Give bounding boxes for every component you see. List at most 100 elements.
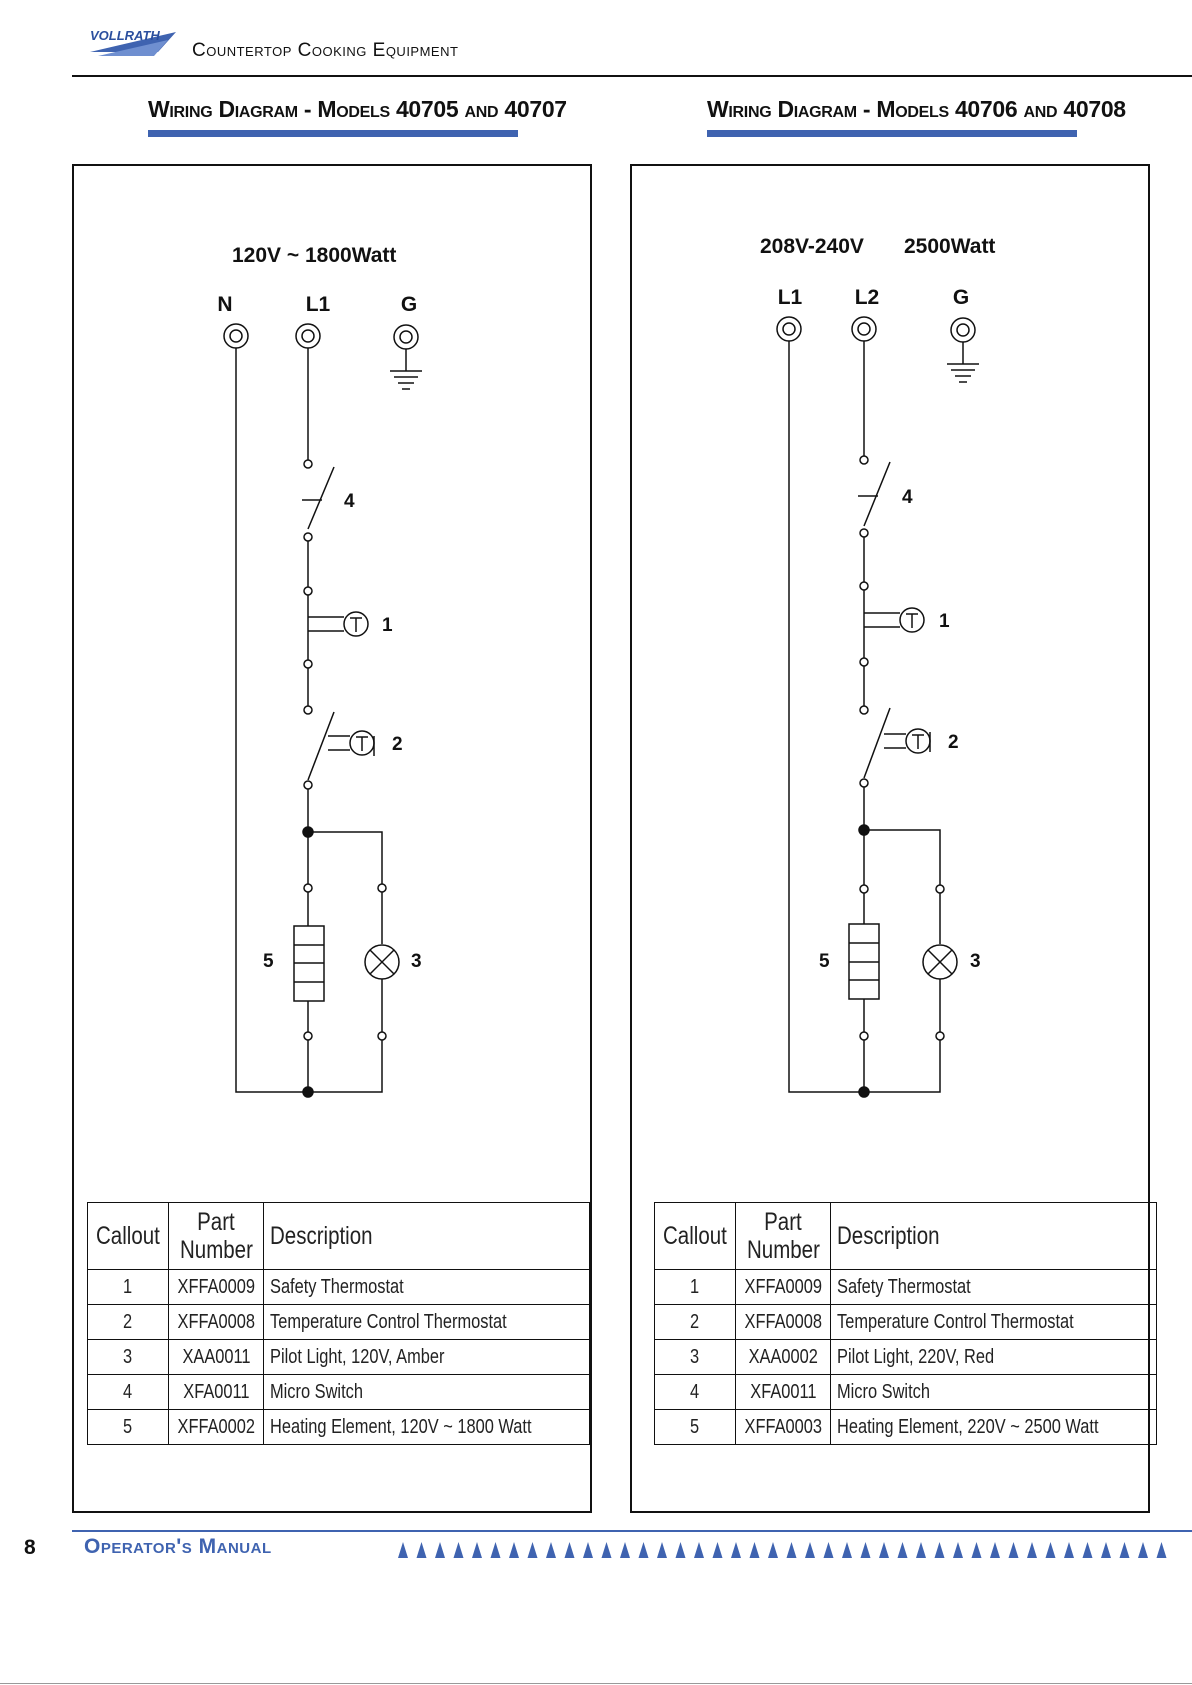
- col-description-header: Description: [270, 1222, 373, 1250]
- footer-rule: [72, 1530, 1192, 1532]
- triangle-mark: [398, 1542, 408, 1558]
- callout-1: 1: [382, 615, 393, 636]
- triangle-mark: [509, 1542, 519, 1558]
- callout-3: 3: [411, 951, 422, 972]
- terminal-label-g: G: [401, 293, 417, 316]
- triangle-mark: [472, 1542, 482, 1558]
- triangle-mark: [1008, 1542, 1019, 1558]
- triangle-mark: [786, 1542, 797, 1558]
- triangle-mark: [435, 1542, 445, 1558]
- vollrath-logo: VOLLRATH: [90, 28, 176, 56]
- safety-thermostat-1: [859, 581, 925, 667]
- section-title-left: Wiring Diagram - Models 40705 and 40707: [148, 96, 567, 122]
- col-part-header-line2: Number: [746, 1236, 820, 1264]
- triangle-mark: [1101, 1542, 1111, 1558]
- col-part-header-line2: Number: [179, 1236, 253, 1264]
- wiring-panel-right: 208V-240V 2500Watt L1 L2 G 4: [630, 164, 1158, 1513]
- callout-2: 2: [948, 732, 959, 753]
- terminal-label-g: G: [953, 286, 969, 309]
- terminal-l1: [776, 316, 802, 342]
- rating-wattage-label: 2500Watt: [904, 235, 995, 258]
- col-callout-header: Callout: [663, 1222, 727, 1250]
- header-title: Countertop Cooking Equipment: [192, 40, 459, 61]
- header-rule: [72, 75, 1192, 77]
- col-description-header: Description: [837, 1222, 940, 1250]
- wiring-diagram-left: 120V ~ 1800Watt N L1 G 4: [217, 244, 422, 1098]
- pilot-light-3: [922, 884, 958, 1041]
- safety-thermostat-1: [303, 586, 369, 669]
- junction-bottom: [858, 1086, 870, 1098]
- heating-element-5: [293, 883, 325, 1041]
- callout-4: 4: [902, 487, 913, 508]
- section-underline-left: [148, 130, 518, 137]
- wiring-diagram-right: 208V-240V 2500Watt L1 L2 G 4: [760, 235, 995, 1098]
- triangle-mark: [1138, 1542, 1148, 1558]
- triangle-mark: [694, 1542, 704, 1558]
- col-callout-header: Callout: [96, 1222, 160, 1250]
- heating-element-5: [848, 884, 880, 1041]
- triangle-mark: [768, 1542, 778, 1558]
- callout-2: 2: [392, 734, 403, 755]
- triangle-mark: [897, 1542, 908, 1558]
- triangle-mark: [490, 1542, 501, 1558]
- triangle-mark: [731, 1542, 741, 1558]
- triangle-mark: [453, 1542, 464, 1558]
- terminal-g: [950, 317, 976, 343]
- rating-voltage-label: 208V-240V: [760, 235, 864, 258]
- triangle-mark: [842, 1542, 852, 1558]
- triangle-mark: [527, 1542, 538, 1558]
- callout-1: 1: [939, 611, 950, 632]
- callout-5: 5: [263, 951, 274, 972]
- section-underline-right: [707, 130, 1077, 137]
- triangle-mark: [601, 1542, 612, 1558]
- rating-label: 120V ~ 1800Watt: [232, 244, 396, 267]
- triangle-mark: [583, 1542, 593, 1558]
- neutral-wire: [235, 348, 308, 1093]
- triangle-mark: [620, 1542, 630, 1558]
- l1-wire: [788, 341, 864, 1093]
- ground-icon: [390, 349, 422, 390]
- triangle-mark: [860, 1542, 871, 1558]
- ground-icon: [947, 342, 979, 383]
- triangle-mark: [990, 1542, 1000, 1558]
- pilot-light-3: [364, 883, 400, 1041]
- terminal-label-n: N: [217, 293, 232, 316]
- triangle-mark: [823, 1542, 834, 1558]
- triangle-mark: [971, 1542, 982, 1558]
- callout-5: 5: [819, 951, 830, 972]
- page-number: 8: [24, 1536, 36, 1559]
- triangle-mark: [805, 1542, 815, 1558]
- triangle-mark: [1082, 1542, 1093, 1558]
- section-title-right: Wiring Diagram - Models 40706 and 40708: [707, 96, 1126, 122]
- micro-switch-4: [858, 455, 891, 538]
- triangle-mark: [1045, 1542, 1056, 1558]
- terminal-l1: [295, 323, 321, 349]
- triangle-mark: [416, 1542, 427, 1558]
- temperature-control-thermostat-2: [859, 705, 931, 788]
- terminal-g: [393, 324, 419, 350]
- triangle-mark: [934, 1542, 945, 1558]
- logo-wordmark: VOLLRATH: [90, 28, 160, 43]
- triangle-mark: [564, 1542, 575, 1558]
- footer-title: Operator's Manual: [84, 1535, 272, 1558]
- callout-3: 3: [970, 951, 981, 972]
- callout-4: 4: [344, 491, 355, 512]
- terminal-label-l2: L2: [855, 286, 880, 309]
- triangle-mark: [1156, 1542, 1167, 1558]
- page-bottom-rule: [0, 1683, 1192, 1684]
- col-part-header-line1: Part: [764, 1208, 802, 1236]
- triangle-mark: [638, 1542, 649, 1558]
- col-part-header-line1: Part: [197, 1208, 235, 1236]
- triangle-mark: [546, 1542, 556, 1558]
